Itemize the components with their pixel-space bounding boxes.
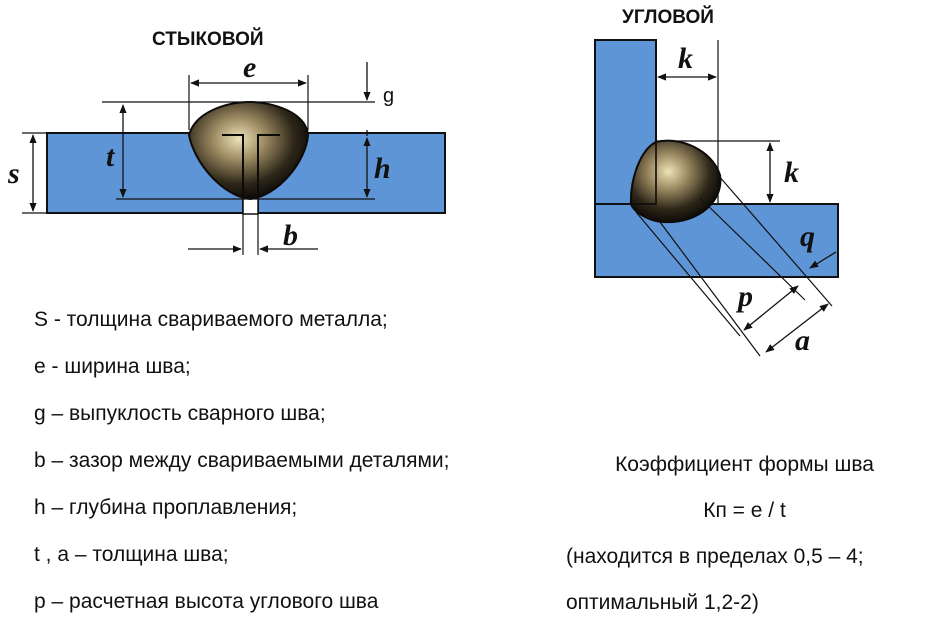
horizontal-plate <box>594 203 839 278</box>
fillet-weld-bead <box>629 139 722 224</box>
diag-line-3 <box>635 211 741 337</box>
butt-joint-diagram: СТЫКОВОЙ e g t h s <box>7 28 446 255</box>
root-gap <box>242 197 259 215</box>
legend-item: p – расчетная высота углового шва <box>34 590 379 613</box>
legend-item: S - толщина свариваемого металла; <box>34 308 388 331</box>
p-label: p <box>735 280 753 313</box>
h-label: h <box>374 152 391 185</box>
k-side-label: k <box>784 156 799 189</box>
legend-item: t , a – толщина шва; <box>34 543 229 566</box>
butt-joint-title: СТЫКОВОЙ <box>152 28 264 50</box>
legend-item: g – выпуклость сварного шва; <box>34 402 326 425</box>
a-dimension <box>765 303 829 353</box>
g-label: g <box>383 85 394 107</box>
diag-line-1 <box>717 174 833 307</box>
legend-item: b – зазор между свариваемыми деталями; <box>34 449 450 472</box>
legend: S - толщина свариваемого металла; е - ши… <box>34 307 449 636</box>
shape-coefficient-block: Коэффициент формы шва Кп = е / t (находи… <box>556 452 933 636</box>
q-arrow <box>809 251 837 269</box>
fillet-joint-title: УГЛОВОЙ <box>622 6 714 28</box>
s-label: s <box>7 157 20 190</box>
legend-item: е - ширина шва; <box>34 355 191 378</box>
coefficient-optimal: оптимальный 1,2-2) <box>566 591 759 614</box>
e-label: e <box>243 51 256 84</box>
coefficient-range: (находится в пределах 0,5 – 4; <box>566 545 864 568</box>
a-label: a <box>795 324 810 357</box>
fillet-root-edge <box>631 142 657 205</box>
k-top-label: k <box>678 42 693 75</box>
coefficient-formula: Кп = е / t <box>703 499 786 522</box>
fillet-joint-diagram: УГЛОВОЙ k k q p a <box>594 6 839 357</box>
t-label: t <box>106 140 116 173</box>
legend-item: h – глубина проплавления; <box>34 496 298 519</box>
coefficient-heading: Коэффициент формы шва <box>615 453 874 476</box>
joint-edge-lines <box>222 134 280 198</box>
butt-weld-bead <box>187 100 310 201</box>
diag-line-4 <box>659 221 761 357</box>
diag-line-2 <box>699 197 806 301</box>
q-label: q <box>800 220 815 253</box>
b-label: b <box>283 219 298 252</box>
